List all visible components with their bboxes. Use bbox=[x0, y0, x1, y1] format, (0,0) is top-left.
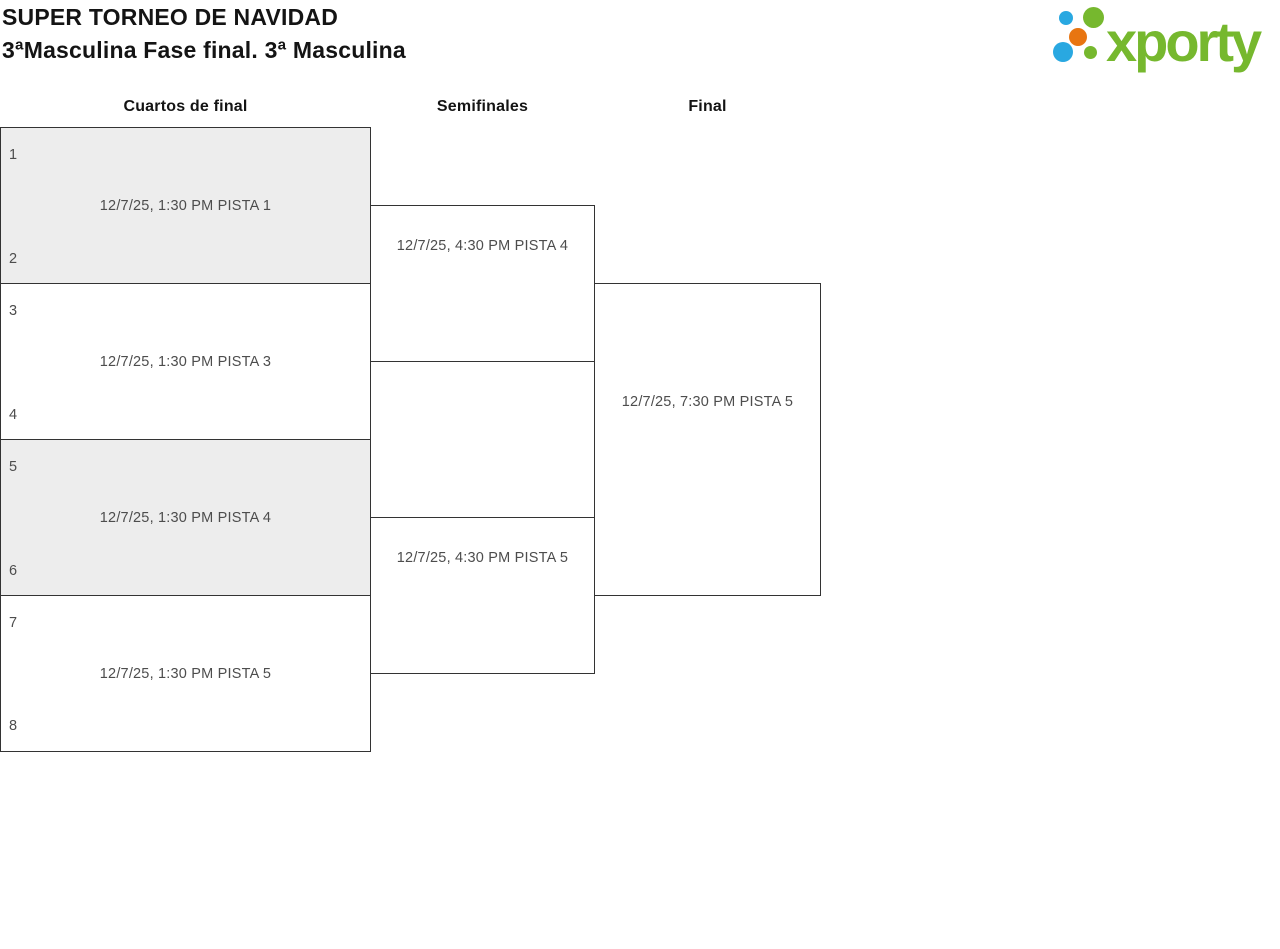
logo-dot-green-large-icon bbox=[1083, 7, 1104, 28]
match-schedule: 12/7/25, 1:30 PM PISTA 4 bbox=[99, 510, 272, 526]
match-quarterfinal-2[interactable]: 3 4 12/7/25, 1:30 PM PISTA 3 bbox=[0, 283, 371, 440]
match-schedule: 12/7/25, 1:30 PM PISTA 5 bbox=[99, 665, 272, 682]
seed-bottom-label: 6 bbox=[9, 563, 18, 579]
logo-dot-orange-icon bbox=[1069, 28, 1087, 46]
seed-top-label: 7 bbox=[9, 615, 18, 631]
xporty-logo[interactable]: xporty bbox=[1050, 4, 1278, 80]
logo-dot-blue-large-icon bbox=[1053, 42, 1073, 62]
match-schedule: 12/7/25, 1:30 PM PISTA 1 bbox=[99, 198, 272, 214]
round-header-quarterfinals: Cuartos de final bbox=[123, 98, 248, 115]
match-quarterfinal-1[interactable]: 1 2 12/7/25, 1:30 PM PISTA 1 bbox=[0, 127, 371, 284]
seed-bottom-label: 8 bbox=[9, 718, 18, 734]
round-header-final: Final bbox=[688, 98, 727, 115]
seed-top-label: 5 bbox=[9, 459, 18, 475]
seed-bottom-label: 2 bbox=[9, 251, 18, 267]
match-quarterfinal-3[interactable]: 5 6 12/7/25, 1:30 PM PISTA 4 bbox=[0, 439, 371, 596]
match-schedule: 12/7/25, 7:30 PM PISTA 5 bbox=[621, 394, 794, 410]
page-title: SUPER TORNEO DE NAVIDAD bbox=[2, 4, 339, 30]
match-final[interactable]: 12/7/25, 7:30 PM PISTA 5 bbox=[594, 283, 821, 596]
seed-top-label: 3 bbox=[9, 303, 18, 319]
match-schedule: 12/7/25, 4:30 PM PISTA 4 bbox=[396, 238, 569, 254]
match-schedule: 12/7/25, 1:30 PM PISTA 3 bbox=[99, 354, 272, 370]
seed-top-label: 1 bbox=[9, 147, 18, 163]
match-quarterfinal-4[interactable]: 7 8 12/7/25, 1:30 PM PISTA 5 bbox=[0, 595, 371, 752]
logo-wordmark: xporty bbox=[1106, 10, 1262, 73]
page-subtitle: 3ªMasculina Fase final. 3ª Masculina bbox=[2, 37, 406, 63]
logo-dot-green-small-icon bbox=[1084, 46, 1097, 59]
match-semifinal-1[interactable]: 12/7/25, 4:30 PM PISTA 4 bbox=[370, 205, 595, 362]
seed-bottom-label: 4 bbox=[9, 407, 18, 423]
round-header-semifinals: Semifinales bbox=[436, 98, 529, 115]
logo-dot-blue-small-icon bbox=[1059, 11, 1073, 25]
match-schedule: 12/7/25, 4:30 PM PISTA 5 bbox=[396, 550, 569, 566]
match-semifinal-2[interactable]: 12/7/25, 4:30 PM PISTA 5 bbox=[370, 517, 595, 674]
